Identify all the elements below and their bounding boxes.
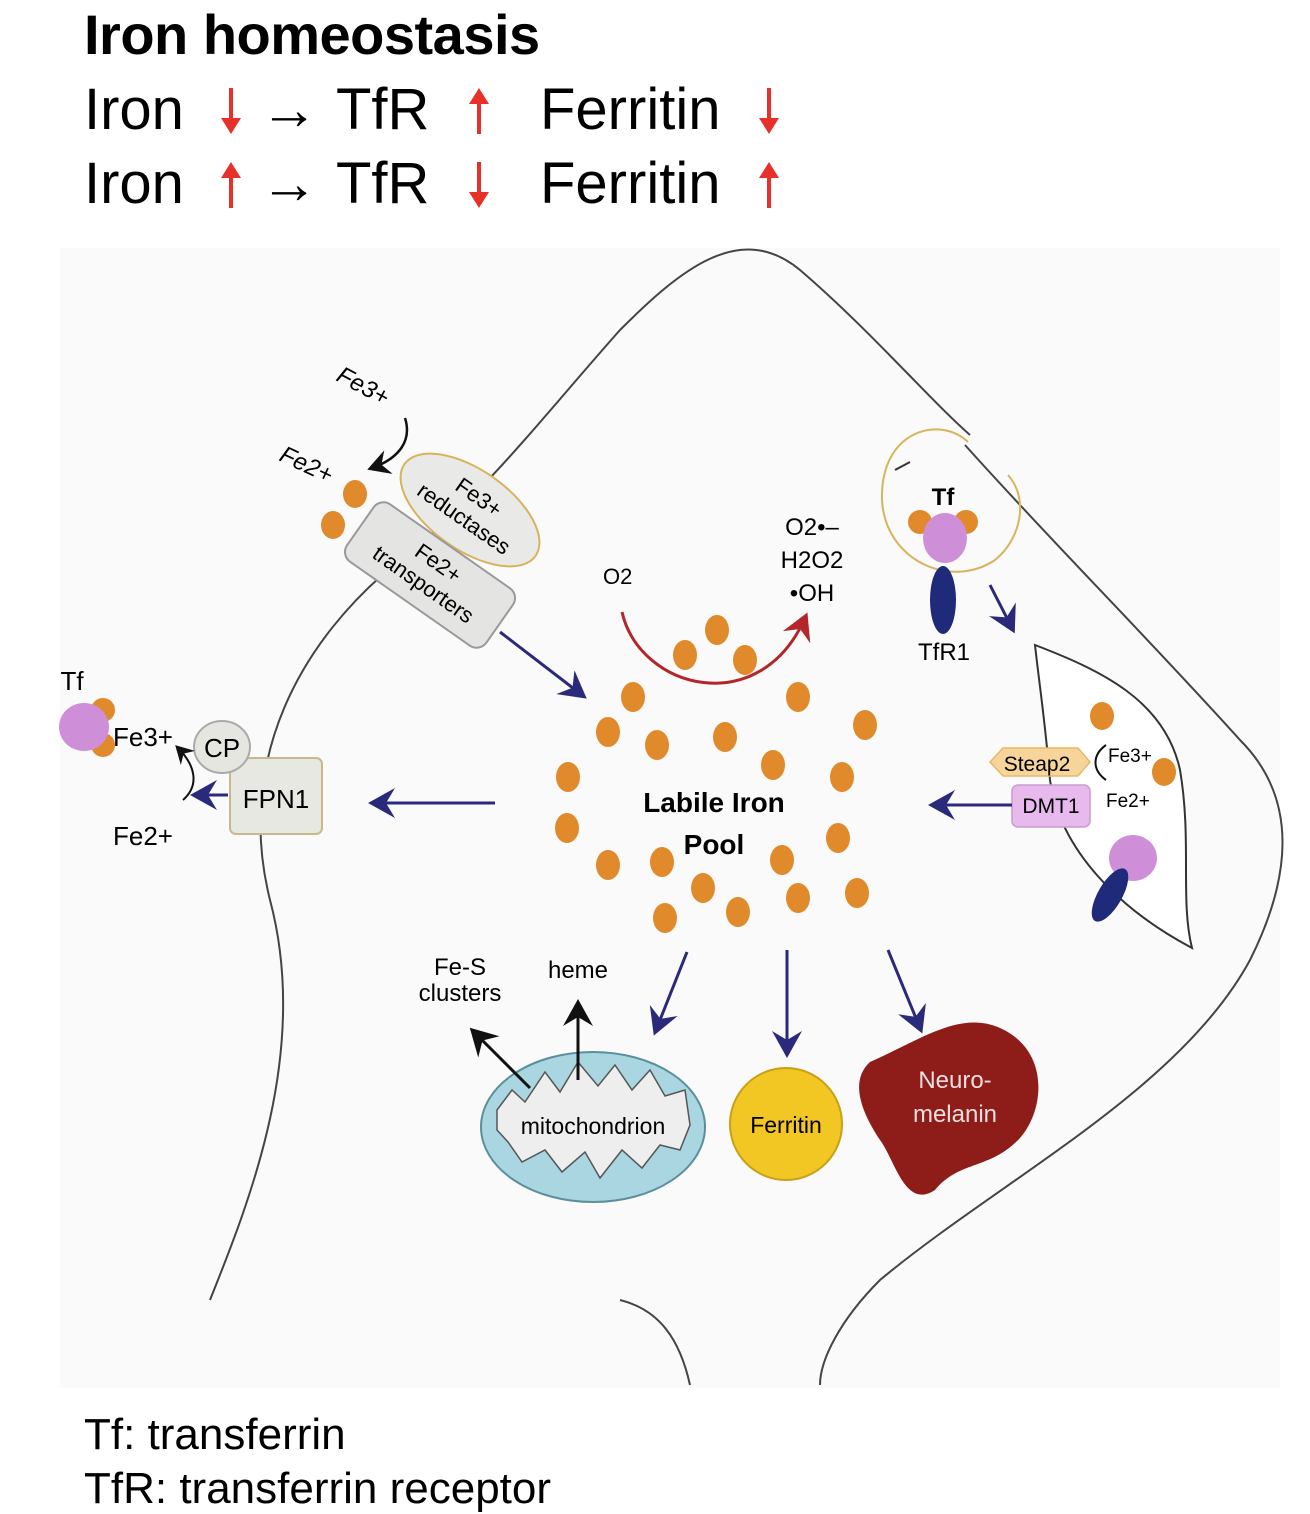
- transferrin-right: [923, 513, 967, 563]
- endocytic-pit: [880, 428, 1022, 573]
- mitochondrion-label: mitochondrion: [521, 1113, 665, 1139]
- tf-right-label: Tf: [932, 484, 956, 511]
- steap2-box: [988, 747, 1091, 777]
- pool-label-line2: Pool: [684, 829, 745, 860]
- iron-homeostasis-diagram: Fe3+ Fe2+ Fe3+ reductases Fe2+ transport…: [59, 248, 1284, 1388]
- tfr1-label: TfR1: [918, 639, 970, 666]
- ros-hydroxyl: •OH: [790, 580, 834, 607]
- neuromelanin-blob: [859, 1022, 1039, 1195]
- ros-superoxide: O2•–: [785, 514, 839, 541]
- down-arrow-icon: [759, 88, 779, 134]
- down-arrow-icon: [221, 88, 241, 134]
- endo-reduction-arrow: [1094, 744, 1107, 781]
- to-mitochondrion-arrow: [649, 951, 689, 1036]
- iron-atom: [321, 511, 345, 539]
- fpn1-label: FPN1: [243, 784, 309, 814]
- ros-arrow: [620, 611, 811, 685]
- fpn1-box: [229, 757, 323, 835]
- pool-label-line1: Labile Iron: [643, 787, 785, 818]
- pit-tick: [894, 461, 911, 471]
- heme-label: heme: [548, 957, 608, 984]
- fes-arrow: [469, 1027, 532, 1090]
- endo-fe2-label: Fe2+: [1106, 791, 1150, 812]
- legend-tfr: TfR: transferrin receptor: [84, 1464, 552, 1513]
- fes-line2: clusters: [419, 980, 502, 1007]
- fe3-left-label: Fe3+: [113, 722, 173, 752]
- to-neuromelanin-arrow: [886, 949, 926, 1034]
- endocytosis-arrow: [988, 584, 1016, 634]
- iron-label: Iron: [84, 77, 184, 142]
- fe2-left-label: Fe2+: [113, 821, 173, 851]
- tf-left-label: Tf: [60, 666, 84, 696]
- iron-atom: [1090, 702, 1114, 730]
- ferritin-label: Ferritin: [540, 151, 721, 216]
- cp-label: CP: [204, 733, 240, 763]
- ferritin-circle: [729, 1067, 843, 1181]
- iron-atom: [1152, 758, 1176, 786]
- neuromelanin-line1: Neuro-: [918, 1067, 991, 1094]
- neuromelanin-line2: melanin: [913, 1101, 997, 1128]
- up-arrow-icon: [469, 88, 489, 134]
- fes-line1: Fe-S: [434, 954, 486, 981]
- endo-fe3-label: Fe3+: [1108, 746, 1152, 767]
- oxidation-arrow: [175, 745, 195, 801]
- mitochondrion-cristae: [496, 1060, 691, 1180]
- implies-arrow: →: [260, 77, 318, 142]
- legend-tf: Tf: transferrin: [84, 1410, 346, 1459]
- up-arrow-icon: [759, 162, 779, 208]
- page-title: Iron homeostasis: [84, 3, 540, 66]
- ferritin-label: Ferritin: [750, 1112, 822, 1138]
- tfr-label: TfR: [336, 77, 430, 142]
- implies-arrow: →: [260, 151, 318, 216]
- reduction-arrow: [367, 417, 409, 474]
- tfr1-endosome: [1091, 868, 1129, 922]
- labile-iron-pool-atoms: [555, 615, 877, 933]
- o2-label: O2: [603, 564, 632, 589]
- dmt1-label: DMT1: [1022, 795, 1079, 818]
- ferritin-label: Ferritin: [540, 77, 721, 142]
- transferrin-left: [59, 703, 109, 751]
- steap2-label: Steap2: [1004, 753, 1071, 776]
- tfr1-receptor: [930, 566, 956, 634]
- tfr-label: TfR: [336, 151, 430, 216]
- ros-h2o2: H2O2: [781, 547, 844, 574]
- uptake-arrow: [499, 630, 587, 699]
- up-arrow-icon: [221, 162, 241, 208]
- iron-atom: [343, 480, 367, 508]
- down-arrow-icon: [469, 162, 489, 208]
- iron-label: Iron: [84, 151, 184, 216]
